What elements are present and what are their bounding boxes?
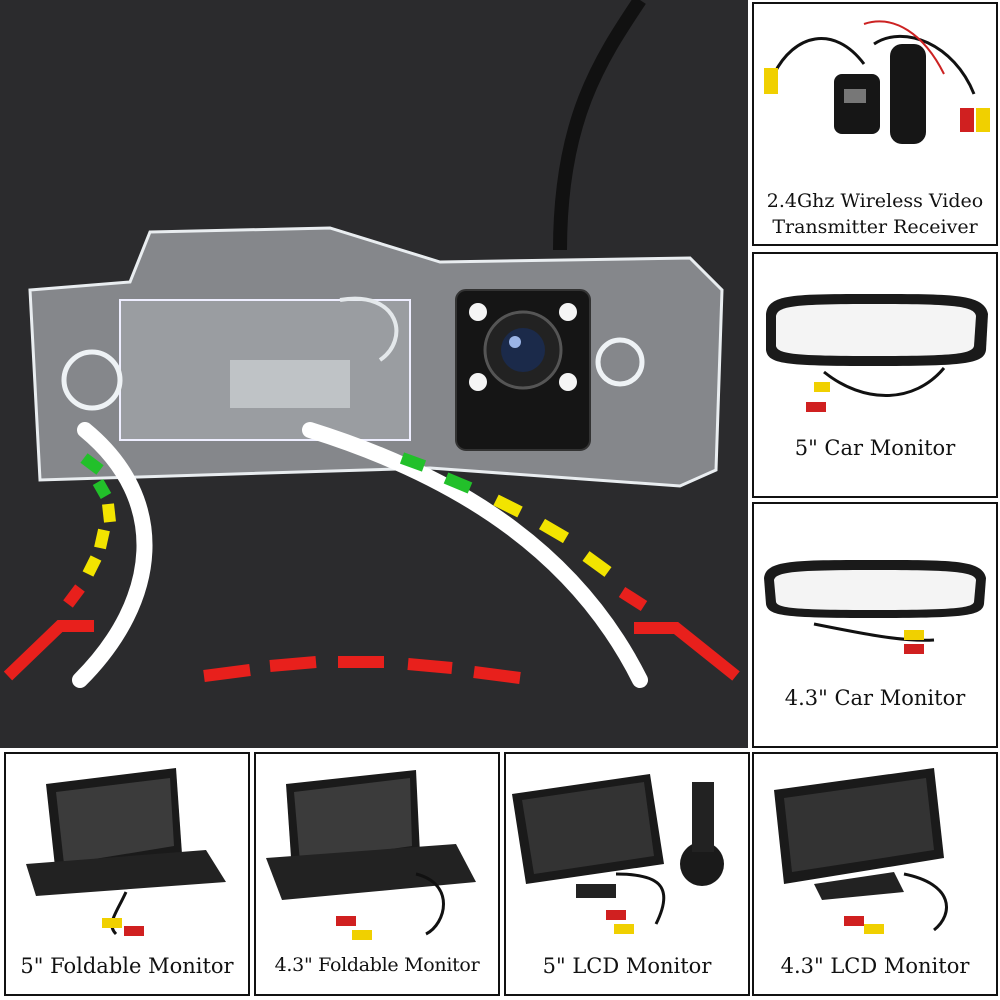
lcd-monitor-icon <box>774 768 948 934</box>
wireless-caption: 2.4Ghz Wireless Video Transmitter Receiv… <box>754 188 996 240</box>
parking-guide-left <box>3 453 116 681</box>
car-monitor-43-caption: 4.3" Car Monitor <box>784 686 966 710</box>
car-monitor-5-caption: 5" Car Monitor <box>794 436 956 460</box>
product-5-car-monitor[interactable]: 5" Car Monitor <box>752 252 998 498</box>
foldable-43-caption: 4.3" Foldable Monitor <box>274 954 480 976</box>
product-wireless-transmitter[interactable]: 2.4Ghz Wireless Video Transmitter Receiv… <box>752 2 998 246</box>
foldable-monitor-icon <box>266 770 476 940</box>
foldable-monitor-icon <box>26 768 226 936</box>
wireless-transmitter-icon <box>764 20 990 144</box>
parking-guide-bottom <box>203 656 521 684</box>
mirror-monitor-icon <box>764 560 986 654</box>
trajectory-left <box>72 422 153 688</box>
main-camera-image <box>0 0 748 748</box>
lcd-monitor-icon <box>512 774 724 934</box>
product-4-3-lcd-monitor[interactable]: 4.3" LCD Monitor <box>752 752 998 996</box>
product-5-lcd-monitor[interactable]: 5" LCD Monitor <box>504 752 750 996</box>
product-4-3-car-monitor[interactable]: 4.3" Car Monitor <box>752 502 998 748</box>
camera-illustration <box>3 0 740 688</box>
led-light-icon <box>559 303 577 321</box>
product-5-foldable-monitor[interactable]: 5" Foldable Monitor <box>4 752 250 996</box>
led-light-icon <box>559 373 577 391</box>
lcd-5-caption: 5" LCD Monitor <box>542 954 712 978</box>
product-4-3-foldable-monitor[interactable]: 4.3" Foldable Monitor <box>254 752 500 996</box>
foldable-5-caption: 5" Foldable Monitor <box>20 954 234 978</box>
led-light-icon <box>469 373 487 391</box>
parking-guide-right <box>399 452 740 681</box>
mirror-monitor-icon <box>766 294 988 412</box>
camera-cable <box>553 0 646 251</box>
led-light-icon <box>469 303 487 321</box>
lcd-43-caption: 4.3" LCD Monitor <box>780 954 970 978</box>
trajectory-right <box>302 422 648 688</box>
wireless-title-line2: Transmitter Receiver <box>772 216 978 238</box>
wireless-title-line1: 2.4Ghz Wireless Video <box>766 190 984 212</box>
camera-module <box>455 289 591 451</box>
